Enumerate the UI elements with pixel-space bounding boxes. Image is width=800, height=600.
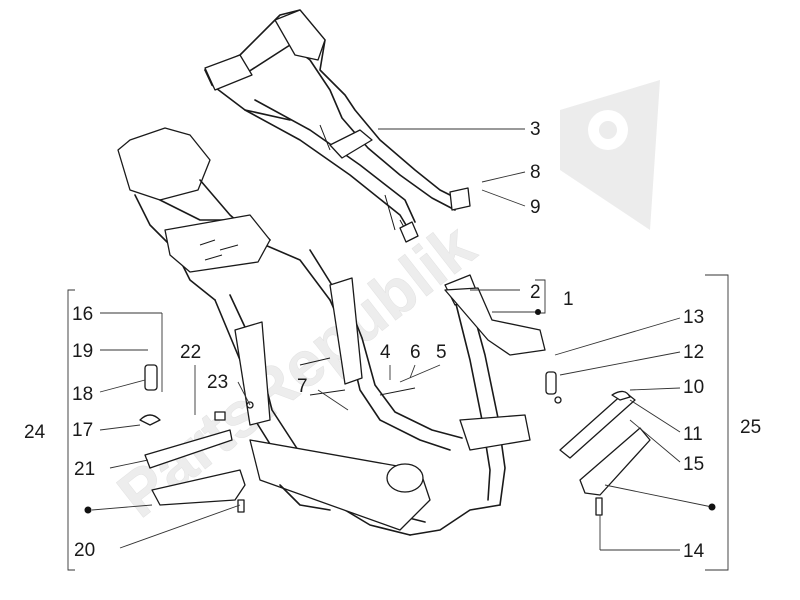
- callout-21: 21: [74, 459, 95, 480]
- callout-13: 13: [683, 307, 704, 328]
- callout-9: 9: [530, 197, 541, 218]
- callout-2: 2: [530, 282, 541, 303]
- gear-flag-icon: [560, 80, 660, 230]
- callout-20: 20: [74, 540, 95, 561]
- main-frame: [117, 127, 546, 536]
- callout-3: 3: [530, 119, 541, 140]
- callout-24: 24: [24, 422, 46, 443]
- callout-labels: 1 2 3 4 5 6 7 8 9 10 11 12 13 14 15 16 1…: [24, 119, 761, 562]
- callout-25: 25: [740, 417, 761, 438]
- callout-17: 17: [72, 420, 93, 441]
- callout-15: 15: [683, 454, 704, 475]
- reference-dot-left: [84, 506, 92, 514]
- callout-4: 4: [380, 342, 391, 363]
- callout-23: 23: [207, 372, 228, 393]
- callout-1: 1: [563, 289, 574, 310]
- callout-12: 12: [683, 342, 704, 363]
- callout-16: 16: [72, 304, 93, 325]
- callout-7: 7: [297, 376, 308, 397]
- left-footboard-parts: [139, 364, 254, 513]
- callout-10: 10: [683, 377, 704, 398]
- right-footboard-parts: [545, 371, 651, 516]
- callout-11: 11: [683, 424, 703, 445]
- callout-14: 14: [683, 541, 705, 562]
- callout-22: 22: [180, 342, 201, 363]
- leader-lines: [91, 128, 713, 551]
- callout-8: 8: [530, 162, 541, 183]
- reference-dot-right: [708, 503, 716, 511]
- reference-dot-top: [535, 309, 541, 315]
- callout-6: 6: [410, 342, 421, 363]
- callout-5: 5: [436, 342, 447, 363]
- callout-18: 18: [72, 384, 93, 405]
- callout-19: 19: [72, 341, 93, 362]
- upper-rear-frame: [204, 9, 471, 243]
